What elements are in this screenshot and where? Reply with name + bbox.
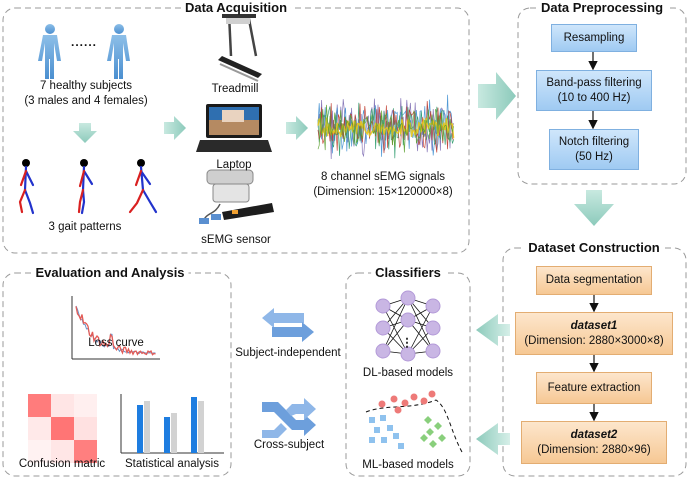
confusion-matrix-label: Confusion matric xyxy=(18,458,106,470)
resampling-label: Resampling xyxy=(563,31,625,44)
notch-frequency: (50 Hz) xyxy=(575,150,613,163)
stick-figure-icon xyxy=(18,159,35,215)
signals-label: 8 channel sEMG signals xyxy=(320,171,446,183)
section-title-acquisition: Data Acquisition xyxy=(180,1,292,14)
section-title-evaluation: Evaluation and Analysis xyxy=(31,266,189,279)
sensor-label: sEMG sensor xyxy=(201,234,271,246)
notch-label: Notch filtering xyxy=(558,135,630,148)
right-arrow-icon xyxy=(286,116,308,140)
right-arrow-icon xyxy=(164,116,186,140)
dataset2-box: dataset2 (Dimension: 2880×96) xyxy=(521,421,667,464)
ml-models-label: ML-based models xyxy=(362,459,454,471)
dataset1-dimension: (Dimension: 2880×3000×8) xyxy=(524,334,664,347)
notch-box: Notch filtering (50 Hz) xyxy=(549,129,639,170)
feature-extraction-box: Feature extraction xyxy=(536,372,652,404)
gait-patterns-label: 3 gait patterns xyxy=(48,221,122,233)
dataset2-name: dataset2 xyxy=(570,428,618,441)
left-arrow-icon xyxy=(476,314,510,346)
segmentation-label: Data segmentation xyxy=(545,274,643,287)
confusion-matrix-icon xyxy=(28,394,97,463)
bandpass-box: Band-pass filtering (10 to 400 Hz) xyxy=(536,70,652,111)
statistical-chart-icon xyxy=(120,394,224,454)
section-title-construction: Dataset Construction xyxy=(524,241,664,254)
subjects-label: 7 healthy subjects xyxy=(39,80,133,92)
bandpass-range: (10 to 400 Hz) xyxy=(557,91,631,104)
shuffle-arrows-icon xyxy=(262,398,316,438)
cross-subject-label: Cross-subject xyxy=(253,439,325,451)
semg-sensor-icon xyxy=(199,169,274,224)
down-arrow-icon xyxy=(73,123,97,143)
subject-independent-label: Subject-independent xyxy=(235,347,341,359)
feature-extraction-label: Feature extraction xyxy=(547,381,641,394)
emg-signal-icon xyxy=(317,94,455,160)
right-arrow-icon xyxy=(478,72,516,120)
laptop-icon xyxy=(196,104,272,152)
human-figure-icon xyxy=(38,24,61,79)
treadmill-icon xyxy=(218,10,262,82)
stick-figure-icon xyxy=(128,159,158,214)
down-arrow-icon xyxy=(574,190,614,226)
loss-curve-label: Loss curve xyxy=(88,337,144,349)
stick-figure-icon xyxy=(77,159,94,215)
left-arrow-icon xyxy=(476,423,510,455)
swap-arrows-icon xyxy=(262,308,314,342)
section-title-classifiers: Classifiers xyxy=(371,266,445,279)
dl-models-label: DL-based models xyxy=(362,367,454,379)
neural-network-icon xyxy=(375,290,441,362)
statistical-analysis-label: Statistical analysis xyxy=(125,458,219,470)
dataset1-box: dataset1 (Dimension: 2880×3000×8) xyxy=(515,312,673,355)
dataset1-name: dataset1 xyxy=(570,319,618,332)
resampling-box: Resampling xyxy=(551,24,637,52)
treadmill-label: Treadmill xyxy=(211,83,259,95)
ml-scatter-icon xyxy=(365,390,463,453)
subjects-ellipsis: ...... xyxy=(71,35,98,49)
nn-ellipsis: ⋮ xyxy=(401,337,413,349)
laptop-label: Laptop xyxy=(216,159,252,171)
signals-dimension: (Dimension: 15×120000×8) xyxy=(313,186,453,198)
section-title-preprocessing: Data Preprocessing xyxy=(536,1,668,14)
dataset2-dimension: (Dimension: 2880×96) xyxy=(537,443,651,456)
loss-curve-icon xyxy=(71,296,160,360)
bandpass-label: Band-pass filtering xyxy=(546,76,642,89)
subjects-detail: (3 males and 4 females) xyxy=(24,95,148,107)
segmentation-box: Data segmentation xyxy=(536,266,652,295)
human-figure-icon xyxy=(107,24,130,79)
construction-frame xyxy=(502,247,687,477)
